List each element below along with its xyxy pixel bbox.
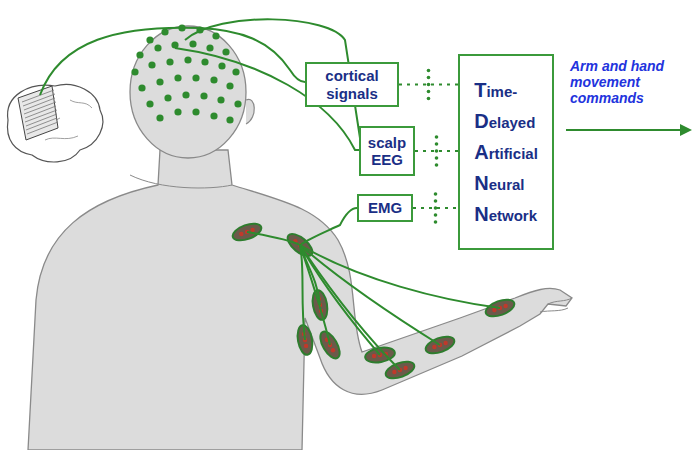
scalp-electrode xyxy=(189,40,196,47)
scalp-electrode xyxy=(182,91,189,98)
scalp-electrode xyxy=(164,94,171,101)
muscle-dot xyxy=(403,366,407,370)
muscle-dot xyxy=(443,341,447,345)
scalp-electrode xyxy=(174,108,181,115)
muscle-dot xyxy=(372,354,376,358)
channel-dot xyxy=(427,97,431,101)
signal-connector xyxy=(399,84,458,86)
output-arrowhead xyxy=(680,124,692,136)
scalp-electrode xyxy=(234,100,241,107)
scalp-electrode xyxy=(226,116,233,123)
scalp-electrode xyxy=(146,100,153,107)
scalp-electrode xyxy=(156,78,163,85)
channel-dot xyxy=(435,142,439,146)
scalp-electrode xyxy=(210,112,217,119)
channel-dot xyxy=(435,149,439,153)
scalp-electrode xyxy=(226,82,233,89)
scalp-electrode xyxy=(148,61,155,68)
muscle-dot xyxy=(492,308,496,312)
muscle-dot xyxy=(331,348,335,352)
box-text: Time-DelayedArtificialNeuralNetwork xyxy=(474,75,538,230)
scalp-electrode xyxy=(206,44,213,51)
channel-dot xyxy=(434,192,438,196)
channel-dot xyxy=(427,90,431,94)
scalp-electrode xyxy=(156,114,163,121)
scalp-electrode xyxy=(136,51,143,58)
scalp-electrode xyxy=(217,96,224,103)
channel-dot xyxy=(434,213,438,217)
scalp-electrode xyxy=(222,48,229,55)
channel-dot xyxy=(427,76,431,80)
channel-dot xyxy=(434,199,438,203)
output-label: Arm and hand movement commands xyxy=(570,58,692,106)
scalp-electrode xyxy=(184,56,191,63)
output-arrow-line xyxy=(566,129,684,131)
human-figure xyxy=(28,26,572,450)
channel-dot xyxy=(427,69,431,73)
scalp-electrode xyxy=(174,74,181,81)
wires xyxy=(40,19,500,370)
muscle-dot xyxy=(392,370,396,374)
signal-connector xyxy=(415,150,458,152)
scalp-electrode xyxy=(138,84,145,91)
channel-dot xyxy=(434,220,438,224)
muscle-dot xyxy=(304,344,308,348)
channel-dot xyxy=(434,206,438,210)
scalp-electrode xyxy=(154,44,161,51)
channel-dot xyxy=(435,156,439,160)
input-box: EMG xyxy=(357,194,413,222)
scalp-electrode xyxy=(232,68,239,75)
scalp-electrode xyxy=(212,32,219,39)
channel-dot xyxy=(435,163,439,167)
muscle-dot xyxy=(250,228,254,232)
muscle-dot xyxy=(503,304,507,308)
network-box: Time-DelayedArtificialNeuralNetwork xyxy=(458,54,554,250)
muscle-dot xyxy=(432,345,436,349)
channel-dot xyxy=(435,135,439,139)
scalp-electrode xyxy=(192,108,199,115)
input-box: scalp EEG xyxy=(359,126,415,176)
channel-dot xyxy=(427,83,431,87)
input-box: cortical signals xyxy=(305,62,399,107)
signal-connector xyxy=(413,207,458,209)
box-text: cortical signals xyxy=(311,67,393,102)
scalp-electrode xyxy=(131,68,138,75)
scalp-electrode xyxy=(200,92,207,99)
scalp-electrode xyxy=(201,58,208,65)
box-text: EMG xyxy=(368,199,402,216)
brain-figure xyxy=(7,84,102,162)
scalp-electrode xyxy=(192,74,199,81)
scalp-electrode xyxy=(218,62,225,69)
scalp-electrode xyxy=(210,76,217,83)
muscle-dot xyxy=(239,232,243,236)
scalp-electrode xyxy=(146,36,153,43)
box-text: scalp EEG xyxy=(365,134,409,169)
scalp-electrode xyxy=(161,28,168,35)
scalp-electrode xyxy=(166,58,173,65)
